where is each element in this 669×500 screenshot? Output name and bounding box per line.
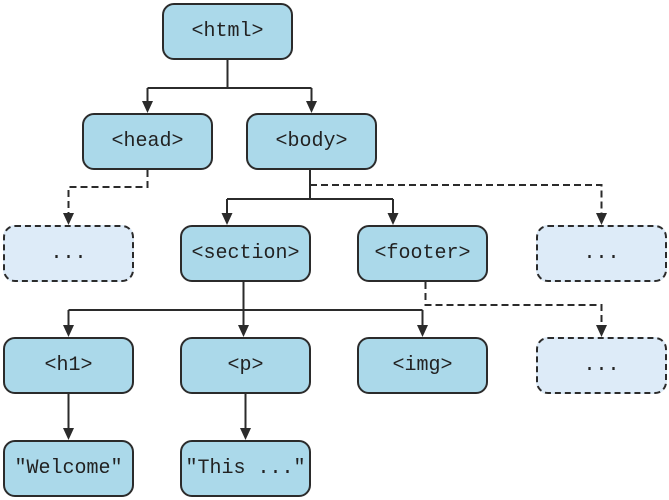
node-label: <body> [275,130,348,153]
arrowheads [63,101,607,440]
node-head: <head> [82,113,213,170]
node-p: <p> [180,337,311,394]
edge-body-children [226,170,394,214]
edge-html-children [146,60,313,102]
arrowhead-to-footer-ellipsis [596,325,607,337]
edge-body-ellipsis [310,184,603,214]
arrowhead-to-footer [387,213,399,225]
edge-head-ellipsis [67,170,149,214]
edge-section-children [67,281,424,326]
node-label: ... [50,242,87,265]
dashed-connectors [67,170,603,326]
node-img: <img> [357,337,488,394]
node-footer: <footer> [357,225,488,282]
node-label: <p> [227,354,264,377]
node-text-welcome: "Welcome" [3,440,134,497]
node-label: "This ..." [185,457,306,480]
node-label: <html> [191,20,264,43]
node-label: ... [583,242,620,265]
arrowhead-to-img [417,325,428,337]
node-label: ... [583,354,620,377]
node-label: <h1> [44,354,93,377]
node-ellipsis-body-children: ... [536,225,667,282]
node-ellipsis-head-children: ... [3,225,134,282]
arrowhead-to-head-ellipsis [63,213,74,225]
node-label: <section> [191,242,300,265]
arrowhead-to-head [142,101,153,113]
node-ellipsis-footer-children: ... [536,337,667,394]
arrowhead-to-welcome [63,428,74,440]
arrowhead-to-this [240,428,251,440]
node-section: <section> [180,225,311,282]
arrowhead-to-section [221,213,233,225]
arrowhead-to-p [238,325,249,337]
edge-footer-ellipsis [424,282,603,326]
node-label: "Welcome" [14,457,123,480]
node-body: <body> [246,113,377,170]
node-text-this: "This ..." [180,440,311,497]
arrowhead-to-h1 [63,325,74,337]
node-label: <img> [392,354,453,377]
node-label: <footer> [374,242,471,265]
arrowhead-to-body [306,101,317,113]
node-label: <head> [111,130,184,153]
node-h1: <h1> [3,337,134,394]
node-html: <html> [162,3,293,60]
arrowhead-to-body-ellipsis [596,213,607,225]
